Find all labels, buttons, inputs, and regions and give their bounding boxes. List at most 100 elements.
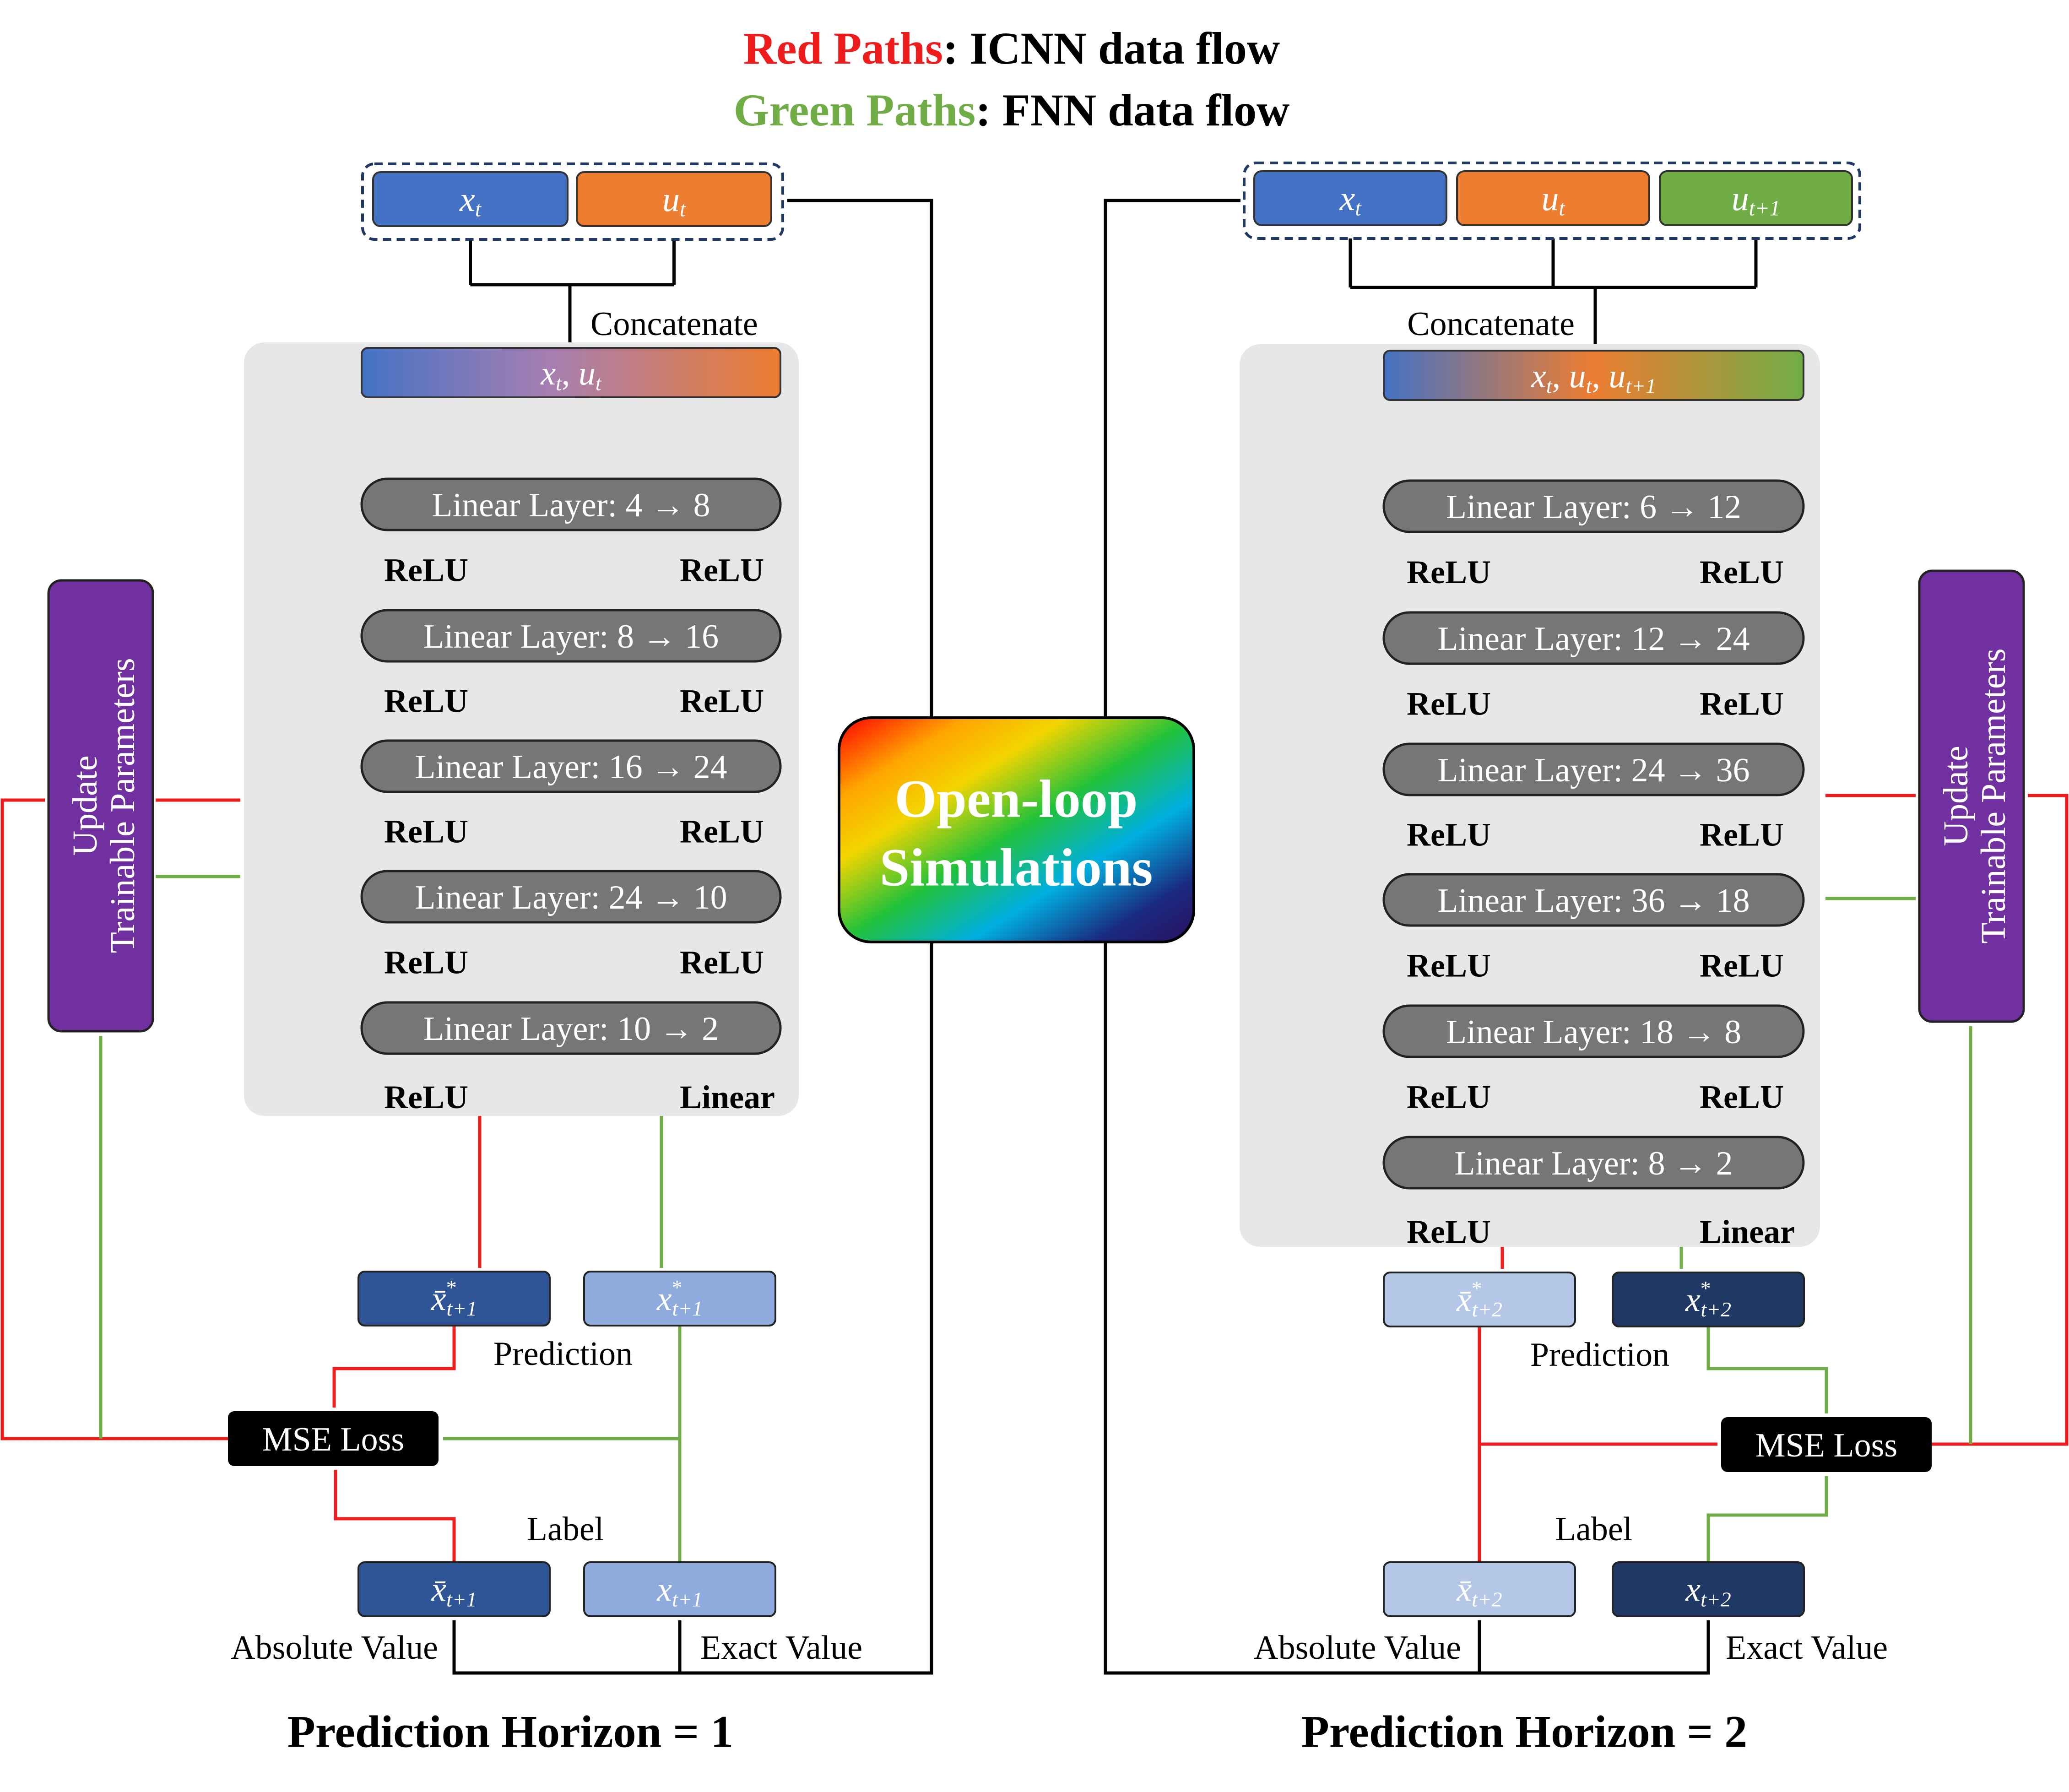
linear-layer-6 — [1382, 1136, 1805, 1190]
update-label-line1: Update — [66, 755, 104, 855]
green-label-to-mse — [1706, 1476, 1828, 1562]
input-box-1 — [576, 171, 772, 227]
black-feed-absolute — [1104, 942, 1481, 1675]
relu-label-red: ReLU — [384, 813, 468, 850]
relu-label-green: ReLU — [680, 552, 764, 589]
linear-layer-3 — [1382, 742, 1805, 796]
open-loop-title-line2: Simulations — [880, 838, 1153, 898]
relu-label-red: ReLU — [384, 552, 468, 589]
prediction-box-fnn — [1612, 1272, 1805, 1327]
update-label-line1: Update — [1937, 746, 1975, 846]
linear-layer-5 — [1382, 1004, 1805, 1058]
exact-value-text: Exact Value — [700, 1629, 862, 1667]
legend-green-line: Green Paths: FNN data flow — [734, 85, 1290, 135]
label-box-exact — [583, 1561, 776, 1617]
mse-loss-label: MSE Loss — [262, 1421, 404, 1458]
open-loop-box — [838, 716, 1195, 943]
concat-bar — [361, 347, 781, 398]
prediction-label-fnn: x*t+1​ — [656, 1276, 703, 1320]
input-label-1: ut​ — [1541, 179, 1565, 220]
input-box-1 — [1456, 170, 1650, 226]
relu-label-red: ReLU — [1407, 686, 1491, 722]
label-exact: xt+2​ — [1685, 1571, 1731, 1611]
linear-layer-label-6: Linear Layer: 8 → 2 — [1454, 1145, 1733, 1182]
update-parameters-box — [1918, 569, 2025, 1023]
red-mse-to-update — [1932, 794, 2069, 1446]
input-label-2: ut+1​ — [1732, 179, 1780, 220]
linear-layer-label-3: Linear Layer: 16 → 24 — [415, 748, 727, 786]
linear-layer-label-2: Linear Layer: 8 → 16 — [423, 618, 719, 655]
concat-bar — [1383, 350, 1804, 401]
concatenate-label: Concatenate — [590, 305, 758, 343]
prediction-horizon-title: Prediction Horizon = 2 — [1301, 1706, 1747, 1757]
input-box-0 — [1253, 170, 1447, 226]
mse-loss-box — [1721, 1417, 1932, 1472]
linear-layer-label-3: Linear Layer: 24 → 36 — [1437, 752, 1749, 789]
relu-label-green: ReLU — [1700, 554, 1784, 590]
label-box-absolute — [357, 1561, 551, 1617]
prediction-label-fnn: x*t+2​ — [1685, 1277, 1731, 1321]
black-feedback-to-inputs — [787, 199, 933, 718]
red-pred-to-mse — [332, 1326, 456, 1408]
relu-label-green: ReLU — [1700, 817, 1784, 853]
input-label-1: ut​ — [662, 180, 687, 221]
relu-label-green: ReLU — [680, 683, 764, 720]
relu-label-green: ReLU — [680, 944, 764, 981]
linear-layer-label-2: Linear Layer: 12 → 24 — [1437, 620, 1749, 658]
linear-layer-4 — [360, 870, 782, 924]
concatenate-label: Concatenate — [1407, 305, 1575, 343]
prediction-label-icnn: x̄*t+2​ — [1456, 1277, 1502, 1321]
label-box-exact — [1612, 1561, 1805, 1617]
red-label-to-mse — [334, 1469, 456, 1562]
relu-label-green: ReLU — [1700, 947, 1784, 984]
prediction-box-icnn — [357, 1271, 551, 1326]
prediction-box-fnn — [583, 1271, 776, 1326]
linear-layer-label-5: Linear Layer: 10 → 2 — [423, 1010, 719, 1048]
red-mse-to-update — [0, 798, 228, 1440]
relu-label-green: ReLU — [1700, 686, 1784, 722]
linear-layer-label-1: Linear Layer: 6 → 12 — [1446, 488, 1741, 526]
concat-bar-label: xt​, ut​, ut+1​ — [1531, 357, 1656, 397]
relu-label-red: ReLU — [1407, 817, 1491, 853]
input-label-0: xt​ — [459, 180, 482, 221]
network-panel — [244, 342, 799, 1116]
exact-value-text: Exact Value — [1726, 1629, 1888, 1667]
linear-layer-2 — [1382, 611, 1805, 665]
linear-layer-3 — [360, 739, 782, 793]
relu-label-red: ReLU — [384, 683, 468, 720]
label-absolute: x̄t+2​ — [1456, 1571, 1502, 1611]
label-text: Label — [1555, 1510, 1632, 1548]
prediction-label-icnn: x̄*t+1​ — [431, 1276, 477, 1320]
prediction-box-icnn — [1383, 1272, 1576, 1327]
label-absolute: x̄t+1​ — [431, 1571, 477, 1611]
green-pred-to-mse — [1706, 1326, 1828, 1414]
linear-output-label: Linear — [1700, 1213, 1795, 1250]
mse-loss-label: MSE Loss — [1755, 1427, 1897, 1464]
shape-layer — [47, 162, 2025, 1617]
linear-layer-1 — [1382, 479, 1805, 533]
black-feed-absolute — [452, 942, 933, 1675]
absolute-value-text: Absolute Value — [1254, 1629, 1461, 1667]
linear-layer-1 — [360, 477, 782, 531]
relu-label-red: ReLU — [1407, 1079, 1491, 1115]
linear-layer-label-4: Linear Layer: 36 → 18 — [1437, 882, 1749, 920]
relu-label-green: ReLU — [1700, 1079, 1784, 1115]
prediction-horizon-title: Prediction Horizon = 1 — [287, 1706, 733, 1757]
linear-output-label: Linear — [680, 1079, 775, 1115]
input-box-0 — [372, 171, 569, 227]
input-label-0: xt​ — [1339, 179, 1362, 220]
black-feed-exact — [1479, 1620, 1710, 1675]
absolute-value-text: Absolute Value — [231, 1629, 438, 1667]
relu-output-label: ReLU — [1407, 1213, 1491, 1250]
open-loop-title-line1: Open-loop — [894, 769, 1137, 829]
label-exact: xt+1​ — [656, 1571, 703, 1611]
update-parameters-box — [47, 579, 154, 1033]
relu-label-red: ReLU — [384, 944, 468, 981]
relu-label-red: ReLU — [1407, 947, 1491, 984]
linear-layer-label-1: Linear Layer: 4 → 8 — [432, 487, 710, 524]
prediction-text: Prediction — [1530, 1336, 1669, 1374]
update-label-line2: Trainable Parameters — [1974, 648, 2013, 943]
